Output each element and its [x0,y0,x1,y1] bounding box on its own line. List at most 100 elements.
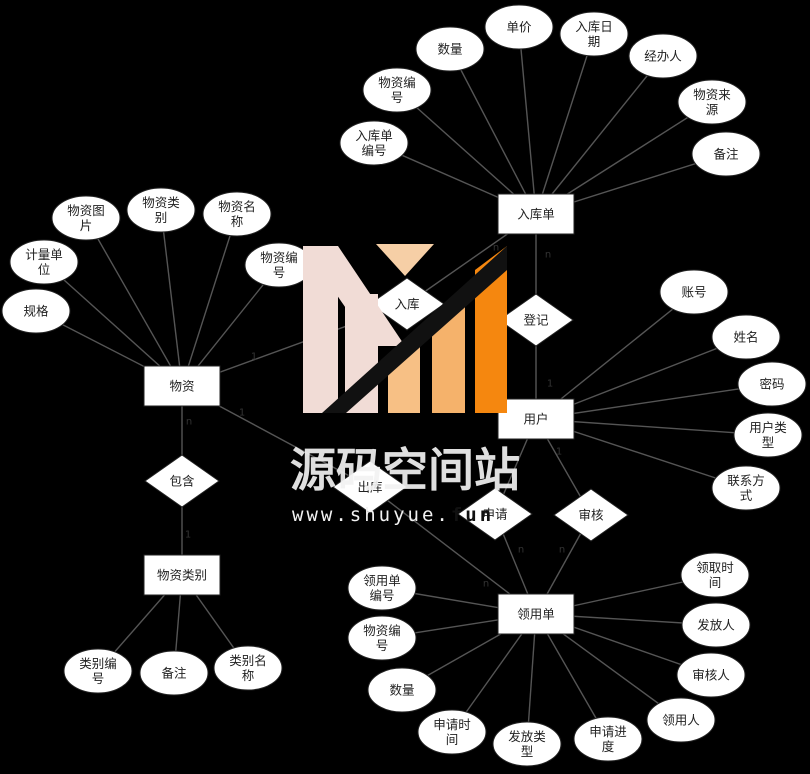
attr-material-category-label-line-2: 别 [155,210,168,225]
relationship-register-label: 登记 [523,313,549,328]
attr-material-code-label-line-1: 物资编 [260,250,298,265]
line-outbound-requisition [369,486,537,615]
attr-requisition-quantity-label: 数量 [389,683,414,698]
attr-requisition-issuer-label: 发放人 [697,618,735,633]
cardinality-contains-n: n [186,417,192,428]
attr-requisition-issuer: 发放人 [681,602,751,648]
entity-requisition: 领用单 [497,593,575,635]
attr-user-name-label: 姓名 [733,330,758,345]
logo-slash [322,246,507,413]
attr-category-note-label: 备注 [161,666,187,681]
attr-requisition-reviewer: 审核人 [676,652,746,698]
attr-material-spec-label: 规格 [23,304,49,319]
attr-user-password-label: 密码 [759,377,784,392]
attr-category-name-label-line-1: 类别名 [229,653,267,668]
entity-material: 物资 [143,365,221,407]
attr-requisition-receive-time-label-line-2: 间 [709,575,722,590]
relationship-apply-label: 申请 [482,507,507,522]
cardinality-register-1: 1 [547,379,553,390]
line-inbound-handler [535,55,664,215]
line-user-account [535,291,695,420]
logo-bar-left [303,246,338,413]
attr-requisition-apply-time-label-line-1: 申请时 [433,717,471,732]
attr-material-name-label-line-1: 物资名 [218,199,256,214]
logo-triangle [376,244,434,276]
attr-material-name-label-line-2: 称 [231,214,244,229]
relationship-apply: 申请 [457,487,533,541]
attr-inbound-price-label: 单价 [506,20,532,35]
attr-user-type-label-line-1: 用户类 [749,420,787,435]
attr-requisition-progress-label-line-1: 申请进 [589,724,627,739]
watermark-url-prefix: www.shuyue. [292,504,451,526]
attr-inbound-handler: 经办人 [628,33,698,79]
attr-requisition-material-code-label-line-2: 号 [376,638,389,653]
relationship-register: 登记 [498,293,574,347]
attr-inbound-date-label-line-1: 入库日 [575,19,613,34]
line-material-unit [43,261,183,387]
attr-inbound-quantity: 数量 [415,26,485,72]
cardinality-inbound-n: n [493,243,499,254]
attr-category-code-label-line-1: 类别编 [79,656,117,671]
relationship-inbound-rel-label: 入库 [394,297,419,312]
relationship-inbound-rel: 入库 [369,277,445,331]
attr-material-picture-label-line-1: 物资图 [67,203,105,218]
entity-requisition-label: 领用单 [517,607,555,622]
entity-user: 用户 [497,398,575,440]
attr-user-account-label: 账号 [681,285,706,300]
entity-inbound-label: 入库单 [517,207,555,222]
attr-material-category-label-line-1: 物资类 [142,195,180,210]
cardinality-register-n: n [545,250,551,261]
attr-material-unit-label-line-2: 位 [38,262,51,277]
attr-requisition-issue-type-label-line-1: 发放类 [508,729,546,744]
attr-requisition-receive-time-label-line-1: 领取时 [696,560,734,575]
relationship-contains: 包含 [144,454,220,508]
attr-user-type-label-line-2: 型 [762,435,775,450]
watermark-url: www.shuyue.fun [292,504,494,526]
entity-material-label: 物资 [169,379,194,394]
attr-requisition-receiver-label: 领用人 [662,713,700,728]
entity-category: 物资类别 [143,554,221,596]
attr-inbound-material-code-label-line-1: 物资编 [378,75,416,90]
attr-user-contact-label-line-1: 联系方 [727,473,765,488]
attr-requisition-material-code-label-line-1: 物资编 [363,623,401,638]
watermark-title: 源码空间站 [290,443,520,497]
relationship-outbound: 出库 [332,460,408,514]
watermark-url-suffix: fun [451,504,494,526]
line-user-type [535,418,769,436]
attr-user-password: 密码 [737,361,807,407]
cardinality-review-n: n [559,545,565,556]
attr-requisition-quantity: 数量 [367,667,437,713]
attr-category-name-label-line-2: 称 [242,668,255,683]
attr-requisition-apply-time-label-line-2: 间 [446,732,459,747]
line-material-category [160,209,183,387]
attr-user-name: 姓名 [711,314,781,360]
attr-requisition-receiver: 领用人 [646,697,716,743]
cardinality-user-1: 1 [556,447,562,458]
entity-user-label: 用户 [523,412,548,427]
attr-inbound-code-label-line-2: 编号 [361,143,386,158]
line-inbound-quantity [449,48,537,215]
attr-inbound-note-label: 备注 [713,147,739,162]
entity-category-label: 物资类别 [157,568,207,583]
attr-material-picture-label-line-2: 片 [80,218,93,233]
relationship-review: 审核 [553,488,629,542]
cardinality-contains-1: 1 [185,530,191,541]
